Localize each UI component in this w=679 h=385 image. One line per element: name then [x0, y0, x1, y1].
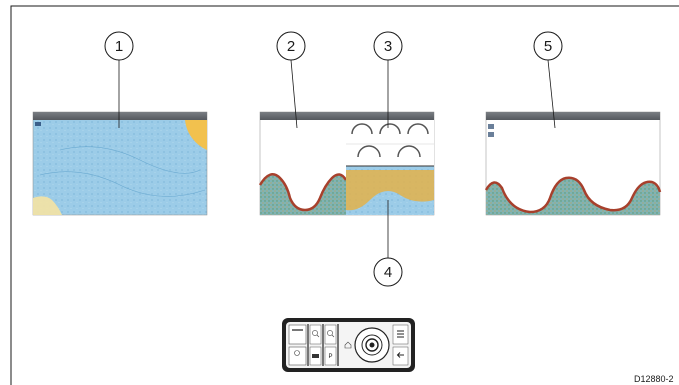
gauge-dial: [379, 123, 401, 135]
callout-circle: [104, 31, 134, 61]
gauge-dial: [351, 123, 373, 135]
sonar-seabed: [260, 174, 346, 215]
screen-2-top-bar: [260, 112, 434, 120]
keypad-button-label: [292, 329, 303, 331]
callout-label: 4: [384, 264, 392, 281]
chart-depth-contour: [39, 171, 206, 197]
back-arrow-icon: [396, 352, 404, 358]
sonar-bottom-echo: [484, 176, 662, 214]
sonar-bottom-echo: [258, 173, 348, 212]
chart-vessel-icon: [35, 122, 41, 126]
callout-label: 3: [384, 38, 392, 55]
callout-label: 5: [544, 38, 552, 55]
leader-line: [290, 59, 298, 129]
callout-4: 4: [373, 200, 403, 287]
gauge-dial: [357, 145, 381, 158]
screen-2-split-view: [258, 111, 435, 216]
keypad-controller: P: [282, 318, 415, 372]
camera-icon: [312, 354, 319, 358]
figure-reference-code: D12880-2: [634, 374, 674, 384]
keypad-button[interactable]: [288, 346, 307, 366]
chart-depth-contour: [59, 146, 201, 174]
screen-1-top-bar: [33, 112, 207, 120]
screen-5-top-bar: [486, 112, 660, 120]
waypoint-icon: P: [328, 354, 332, 360]
power-icon: [294, 350, 300, 356]
keypad-button[interactable]: [324, 346, 337, 366]
instrument-dials: [346, 123, 434, 158]
outer-frame: [10, 5, 679, 385]
callout-circle: [373, 31, 403, 61]
home-icon[interactable]: [344, 341, 352, 349]
back-button[interactable]: [392, 346, 409, 366]
callout-1: 1: [104, 31, 134, 128]
callout-circle: [533, 31, 563, 61]
split-chart-land: [346, 170, 434, 211]
callout-3: 3: [373, 31, 403, 128]
screen-1-chart: [32, 111, 208, 216]
screen-5-sonar: [484, 111, 662, 216]
callout-circle: [373, 257, 403, 287]
gauge-dial: [407, 123, 429, 135]
callout-5: 5: [533, 31, 563, 129]
leader-line: [547, 59, 556, 129]
keypad-button[interactable]: [288, 324, 307, 345]
zoom-out-icon: [312, 330, 318, 336]
sonar-side-icon: [488, 124, 494, 129]
callout-2: 2: [276, 31, 306, 129]
chart-shallow-area: [33, 196, 62, 215]
callout-label: 2: [287, 38, 295, 55]
zoom-out-button[interactable]: [309, 324, 322, 345]
sonar-seabed: [486, 177, 660, 215]
sonar-side-icon: [488, 132, 494, 137]
chart-land-mass: [185, 120, 207, 150]
rotary-knob-center-dot: [369, 342, 375, 348]
zoom-in-icon: [327, 330, 333, 336]
callout-circle: [276, 31, 306, 61]
instruments-pane: [346, 120, 434, 166]
chart-sea-area: [32, 111, 208, 216]
zoom-in-button[interactable]: [324, 324, 337, 345]
gauge-dial: [397, 145, 421, 158]
callout-label: 1: [115, 38, 123, 55]
